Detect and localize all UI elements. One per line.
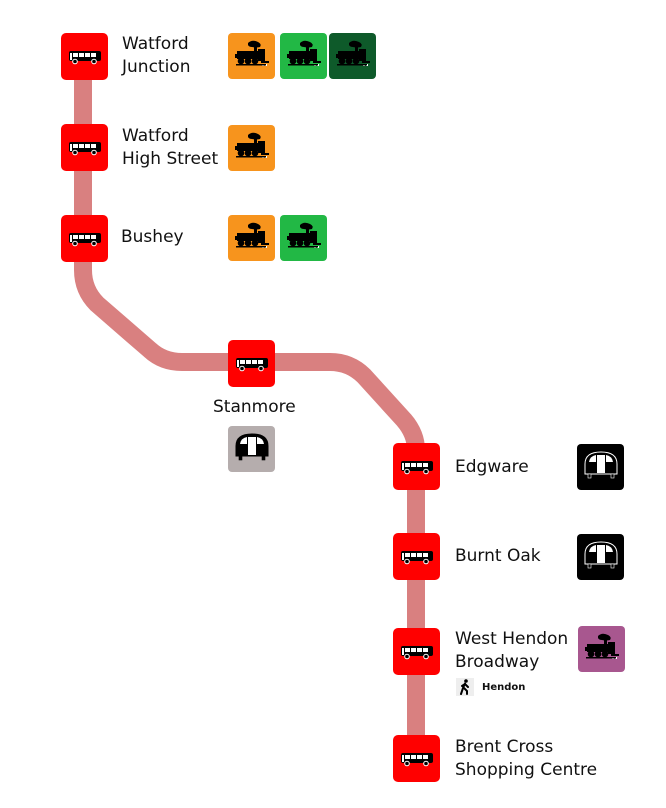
stop-label-bushey: Bushey — [121, 227, 184, 247]
bus-icon — [400, 459, 434, 475]
steam-train-icon — [584, 632, 620, 666]
rail-connection-badge[interactable] — [228, 125, 275, 171]
steam-train-icon — [286, 221, 322, 255]
underground-train-icon — [582, 448, 620, 486]
rail-connection-badge[interactable] — [228, 33, 275, 79]
bus-stop-marker[interactable] — [61, 124, 108, 171]
stop-label-watford-junction: Watford Junction — [122, 34, 191, 77]
bus-stop-marker[interactable] — [393, 443, 440, 490]
underground-connection-badge[interactable] — [577, 444, 624, 490]
walking-person-icon — [456, 678, 474, 696]
bus-stop-marker[interactable] — [393, 735, 440, 782]
stop-label-west-hendon-broadway: West Hendon Broadway — [455, 629, 569, 672]
steam-train-icon — [286, 39, 322, 73]
bus-icon — [235, 356, 269, 372]
stop-label-burnt-oak: Burnt Oak — [455, 546, 541, 566]
underground-connection-badge[interactable] — [228, 426, 275, 472]
bus-icon — [68, 231, 102, 247]
bus-stop-marker[interactable] — [393, 628, 440, 675]
bus-icon — [400, 549, 434, 565]
bus-icon — [400, 644, 434, 660]
stop-label-edgware: Edgware — [455, 457, 529, 477]
stop-label-stanmore: Stanmore — [213, 397, 296, 417]
underground-train-icon — [233, 430, 271, 468]
rail-connection-badge[interactable] — [280, 33, 327, 79]
bus-icon — [68, 140, 102, 156]
stop-label-watford-high-street: Watford High Street — [122, 126, 219, 169]
steam-train-icon — [335, 39, 371, 73]
rail-connection-badge[interactable] — [228, 215, 275, 261]
steam-train-icon — [234, 131, 270, 165]
bus-stop-marker[interactable] — [228, 340, 275, 387]
underground-train-icon — [582, 538, 620, 576]
bus-icon — [68, 49, 102, 65]
walk-destination-label: Hendon — [482, 682, 526, 693]
stop-label-brent-cross: Brent Cross Shopping Centre — [455, 737, 598, 780]
rail-connection-badge[interactable] — [329, 33, 376, 79]
rail-connection-badge[interactable] — [578, 626, 625, 672]
bus-stop-marker[interactable] — [61, 33, 108, 80]
underground-connection-badge[interactable] — [577, 534, 624, 580]
rail-connection-badge[interactable] — [280, 215, 327, 261]
steam-train-icon — [234, 39, 270, 73]
steam-train-icon — [234, 221, 270, 255]
bus-icon — [400, 751, 434, 767]
bus-stop-marker[interactable] — [393, 533, 440, 580]
bus-stop-marker[interactable] — [61, 215, 108, 262]
